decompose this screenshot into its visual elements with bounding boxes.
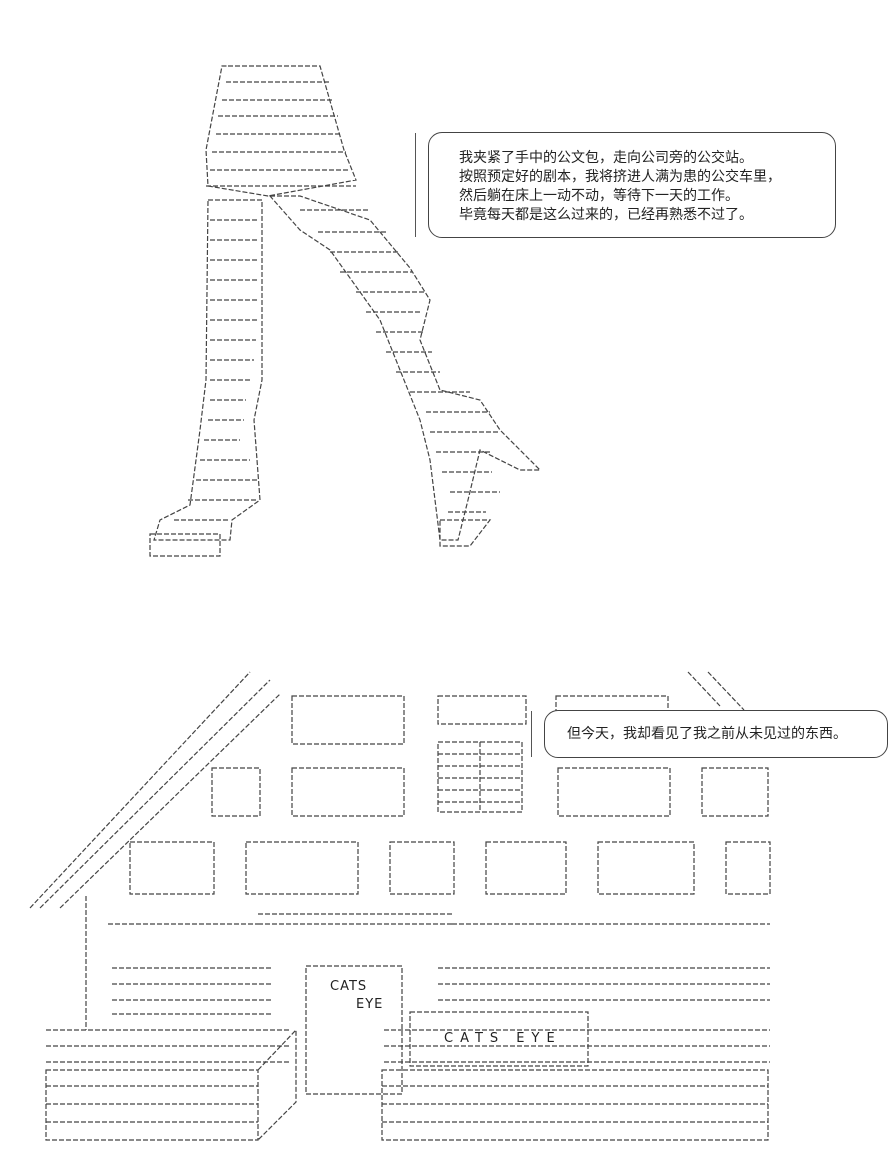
right-leg xyxy=(268,195,542,541)
window xyxy=(211,767,261,817)
window xyxy=(291,695,405,745)
window xyxy=(701,767,769,817)
door-sign-line1: CATS xyxy=(330,979,368,994)
window xyxy=(437,695,527,725)
window xyxy=(725,841,771,895)
skirt-outline xyxy=(205,65,357,197)
right-shoe xyxy=(439,519,492,547)
shop-sign xyxy=(409,1011,589,1067)
roof xyxy=(29,671,281,909)
bubble-tail xyxy=(415,133,426,237)
window xyxy=(389,841,455,895)
brick-wall xyxy=(381,1069,769,1141)
window xyxy=(291,767,405,817)
window xyxy=(245,841,359,895)
bubble-line: 我夹紧了手中的公文包，走向公司旁的公交站。 xyxy=(459,150,753,166)
left-shoe xyxy=(149,533,221,557)
window xyxy=(129,841,215,895)
left-leg xyxy=(153,199,263,541)
window xyxy=(557,767,671,817)
speech-bubble-top: 我夹紧了手中的公文包，走向公司旁的公交站。 按照预定好的剧本，我将挤进人满为患的… xyxy=(415,132,836,238)
door-sign-line2: EYE xyxy=(356,997,384,1012)
bubble-tail xyxy=(531,711,542,757)
hedge xyxy=(46,1029,770,1063)
speech-bubble-bottom: 但今天，我却看见了我之前从未见过的东西。 xyxy=(531,710,888,758)
bubble-line: 按照预定好的剧本，我将挤进人满为患的公交车里， xyxy=(459,169,781,185)
brick-wall xyxy=(45,1028,297,1141)
bubble-line: 但今天，我却看见了我之前从未见过的东西。 xyxy=(567,726,847,742)
shutter-window xyxy=(437,741,523,813)
storefront-frame xyxy=(85,896,770,1030)
window xyxy=(485,841,567,895)
bubble-line: 毕竟每天都是这么过来的，已经再熟悉不过了。 xyxy=(459,207,753,223)
shop-sign-text: CATS EYE xyxy=(444,1031,562,1046)
bubble-line: 然后躺在床上一动不动，等待下一天的工作。 xyxy=(459,188,739,204)
window xyxy=(597,841,695,895)
